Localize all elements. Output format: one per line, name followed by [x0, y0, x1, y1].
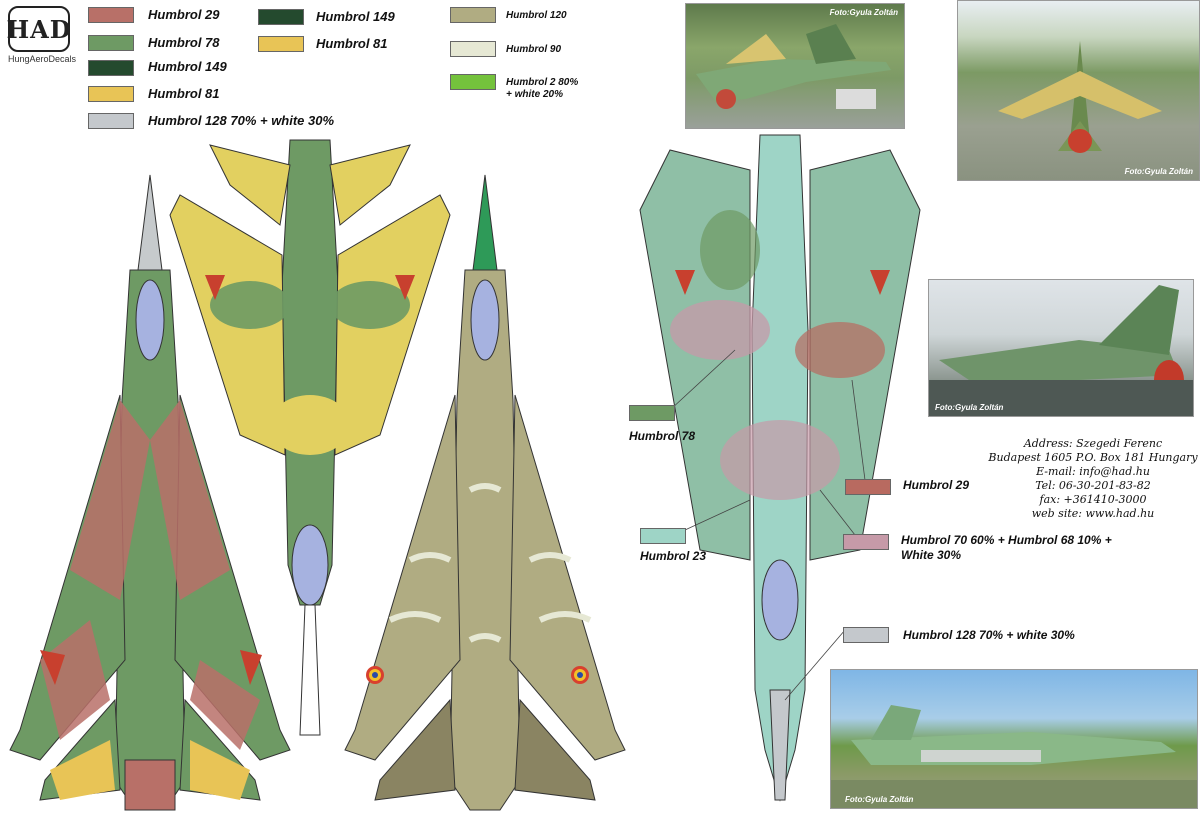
- photo-1-aircraft: [696, 24, 891, 109]
- aircraft-profile-2: [169, 139, 451, 736]
- photo-4: Foto:Gyula Zoltán: [830, 669, 1198, 809]
- legend-label-2: Humbrol 78: [148, 35, 220, 50]
- photo-4-aircraft: [831, 705, 1197, 808]
- photo-1-credit: Foto:Gyula Zoltán: [829, 8, 898, 17]
- photo-3-credit: Foto:Gyula Zoltán: [935, 403, 1004, 412]
- legend-swatch-4: [88, 86, 134, 102]
- legend-label-4: Humbrol 81: [148, 86, 220, 101]
- photo-2: Foto:Gyula Zoltán: [957, 0, 1200, 181]
- callout-label-3: Humbrol 29: [903, 478, 970, 492]
- legend-swatch-9: [450, 41, 496, 57]
- legend-swatch-2: [88, 35, 134, 51]
- had-logo: HAD: [6, 6, 72, 52]
- address-email: E-mail: info@had.hu: [1036, 465, 1150, 478]
- photo-3-aircraft: [929, 285, 1193, 416]
- legend-label-5: Humbrol 128 70% + white 30%: [148, 113, 335, 128]
- address-tel: Tel: 06-30-201-83-82: [1035, 479, 1151, 492]
- callout-swatch-4: [843, 534, 889, 550]
- callout-label-5: Humbrol 128 70% + white 30%: [903, 628, 1075, 642]
- address-fax: fax: +361410-3000: [1039, 493, 1147, 506]
- address-block: Address: Szegedi Ferenc Budapest 1605 P.…: [988, 437, 1198, 521]
- address-line-1: Address: Szegedi Ferenc: [1023, 437, 1163, 450]
- legend-label-3: Humbrol 149: [148, 59, 227, 74]
- legend-label-10-line2: + white 20%: [506, 89, 563, 100]
- legend-label-6: Humbrol 149: [316, 9, 395, 24]
- callout-swatch-3: [845, 479, 891, 495]
- callout-label-1: Humbrol 78: [629, 429, 696, 443]
- legend-label-8: Humbrol 120: [506, 10, 567, 21]
- legend-swatch-7: [258, 36, 304, 52]
- logo-mark: HAD: [6, 14, 72, 44]
- aircraft-profile-1: [9, 174, 291, 811]
- legend-label-9: Humbrol 90: [506, 44, 562, 55]
- photo-2-aircraft: [998, 41, 1162, 153]
- photo-2-credit: Foto:Gyula Zoltán: [1124, 167, 1193, 176]
- logo-subtitle: HungAeroDecals: [8, 54, 77, 64]
- callout-label-4: Humbrol 70 60% + Humbrol 68 10% +: [901, 533, 1112, 547]
- callout-swatch-1: [629, 405, 675, 421]
- legend-swatch-3: [88, 60, 134, 76]
- legend-swatch-6: [258, 9, 304, 25]
- address-line-2: Budapest 1605 P.O. Box 181 Hungary: [988, 451, 1198, 464]
- address-website: web site: www.had.hu: [1031, 507, 1155, 520]
- legend-label-1: Humbrol 29: [148, 7, 220, 22]
- legend-label-7: Humbrol 81: [316, 36, 388, 51]
- callout-label-4-line2: White 30%: [901, 548, 962, 562]
- legend-label-10: Humbrol 2 80%: [506, 77, 579, 88]
- callout-label-2: Humbrol 23: [640, 549, 707, 563]
- aircraft-profile-3: [344, 174, 626, 811]
- legend-swatch-5: [88, 113, 134, 129]
- legend-swatch-10: [450, 74, 496, 90]
- legend-swatch-1: [88, 7, 134, 23]
- photo-3: Foto:Gyula Zoltán: [928, 279, 1194, 417]
- photo-4-credit: Foto:Gyula Zoltán: [845, 795, 914, 804]
- legend-swatch-8: [450, 7, 496, 23]
- aircraft-profile-4: [639, 134, 921, 802]
- photo-1: Foto:Gyula Zoltán: [685, 3, 905, 129]
- callout-swatch-5: [843, 627, 889, 643]
- callout-swatch-2: [640, 528, 686, 544]
